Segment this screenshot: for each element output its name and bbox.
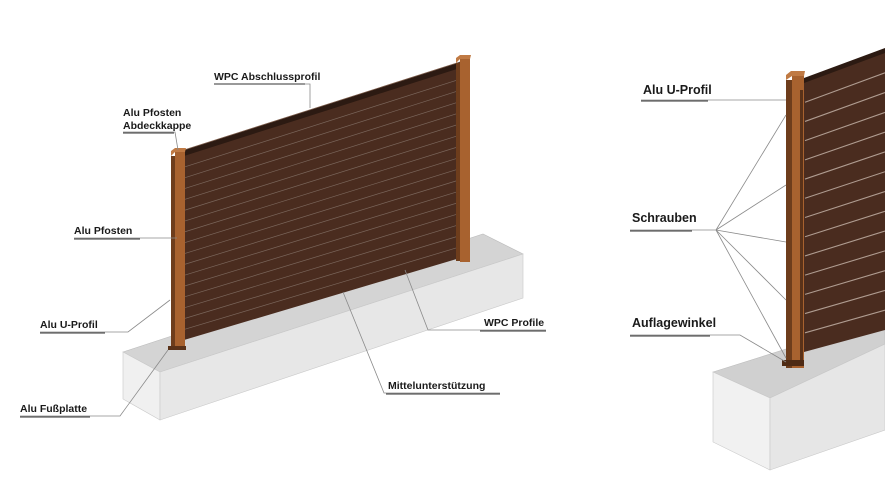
detail-slat-line [804,230,885,257]
detail-slat-line [804,250,885,276]
wpc-slat-line [184,235,461,319]
wpc-slat-lines [184,78,461,330]
detail-panel-face [804,50,885,352]
label-screws: Schrauben [632,211,697,225]
detail-slat-line [804,111,885,142]
label-alu-post: Alu Pfosten [74,225,132,237]
wpc-slat-line [184,78,461,168]
wpc-slat-line [184,101,461,189]
wpc-cap-profile [184,62,460,156]
wpc-slat-line [184,179,461,265]
right-post-cap [456,55,471,63]
left-post-cap [171,148,186,156]
wpc-slat-line [184,123,461,211]
right-detail-illustration: Alu U-Profil Schrauben Auflagewinkel [630,48,885,471]
detail-wpc-panel [804,48,885,352]
wpc-slat-line [184,157,461,243]
wpc-panel [183,61,461,340]
label-detail-u-profile: Alu U-Profil [643,83,712,97]
detail-slat-line [804,72,885,103]
detail-support-bracket [782,360,804,366]
label-wpc-cap-profile: WPC Abschlussprofil [214,71,320,83]
detail-slat-line [804,92,885,122]
detail-slat-line [804,270,885,295]
label-alu-u-profile: Alu U-Profil [40,319,98,331]
right-underlines [630,100,710,337]
right-leader-lines [630,99,787,363]
wpc-slat-line [184,246,461,330]
label-center-support: Mittelunterstützung [388,380,485,392]
detail-post-side [786,80,792,368]
wpc-slat-line [184,90,461,178]
detail-slat-line [804,131,885,161]
detail-slat-line [804,289,885,315]
detail-cap-profile [804,48,885,83]
wpc-slat-line [184,145,461,233]
left-fence-illustration: WPC Abschlussprofil Alu Pfosten Abdeckka… [20,55,546,421]
detail-post-cap [786,71,805,80]
left-foot-plate [168,346,186,350]
label-alu-foot-plate: Alu Fußplatte [20,403,87,415]
wpc-slat-line [184,212,461,298]
wpc-slat-line [184,201,461,287]
detail-slat-lines [804,72,885,334]
detail-foundation-front [769,343,885,471]
wpc-slat-line [184,112,461,200]
left-post-side [171,156,175,350]
left-underlines [20,132,546,418]
detail-slat-line [804,309,885,334]
label-post-cap-line2: Abdeckkappe [123,120,191,132]
detail-slat-line [804,171,885,199]
wpc-slat-line [184,168,461,254]
left-post [168,148,186,350]
detail-slat-line [804,210,885,238]
detail-slat-line [804,190,885,219]
wpc-slat-line [184,190,461,276]
detail-u-profile-strip [800,90,803,360]
label-wpc-profiles: WPC Profile [484,317,544,329]
label-post-cap-line1: Alu Pfosten [123,107,181,119]
foundation-front-face [159,253,524,421]
wpc-slat-line [184,224,461,308]
detail-slat-line [804,151,885,180]
right-post [456,55,471,262]
right-post-side [456,63,460,261]
wpc-cap-highlight [183,61,461,151]
label-support-bracket: Auflagewinkel [632,316,716,330]
detail-post [782,71,805,368]
right-post-front [460,59,470,262]
left-post-front [175,152,185,350]
wpc-slat-line [184,134,461,222]
left-leader-lines [20,83,546,417]
